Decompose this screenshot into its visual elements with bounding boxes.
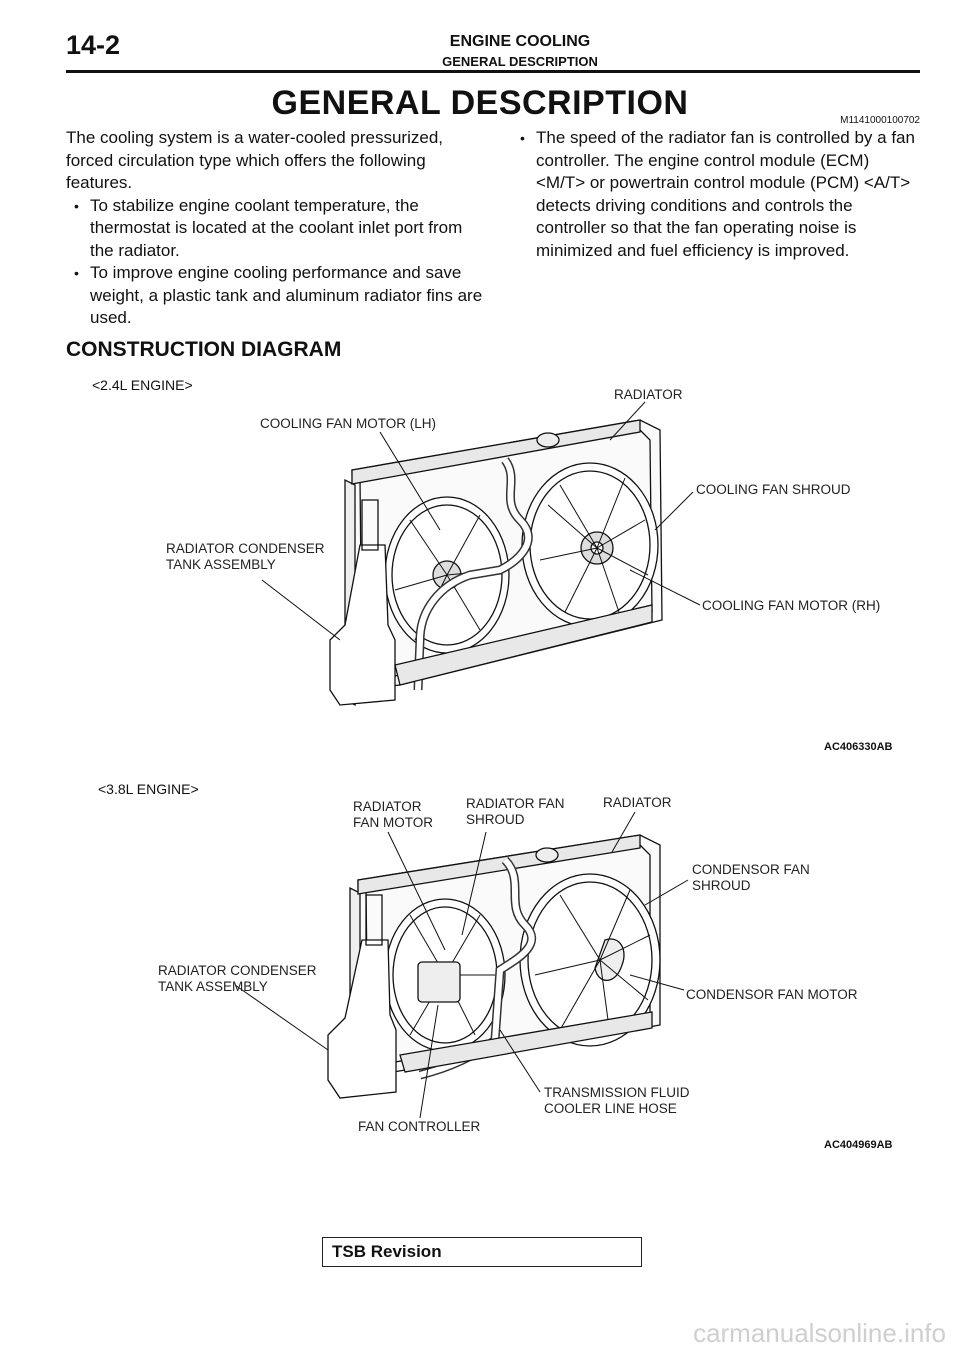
intro-right-column: The speed of the radiator fan is control… [512, 127, 922, 262]
callout-radiator-2: RADIATOR [603, 795, 672, 810]
callout-fan-shroud: COOLING FAN SHROUD [696, 482, 851, 497]
document-code: M1141000100702 [840, 115, 920, 126]
section-title: GENERAL DESCRIPTION [442, 54, 598, 69]
section-heading: CONSTRUCTION DIAGRAM [66, 338, 342, 361]
figure2-id: AC404969AB [824, 1139, 893, 1151]
feature-item-thermostat: To stabilize engine coolant temperature,… [66, 195, 486, 263]
watermark: carmanualsonline.info [693, 1318, 946, 1348]
callout-fan-motor-rh: COOLING FAN MOTOR (RH) [702, 598, 881, 613]
figure2-artwork [234, 811, 689, 1119]
callout-radiator-fan-shroud: RADIATOR FAN SHROUD [466, 796, 565, 827]
callout-fan-controller: FAN CONTROLLER [358, 1119, 481, 1134]
page-title: GENERAL DESCRIPTION [271, 84, 689, 122]
feature-list: To stabilize engine coolant temperature,… [66, 195, 486, 330]
callout-transmission-hose: TRANSMISSION FLUID COOLER LINE HOSE [544, 1085, 690, 1116]
callout-radiator: RADIATOR [614, 387, 683, 402]
feature-item-fan-controller: The speed of the radiator fan is control… [512, 127, 922, 262]
figure1-engine-label: <2.4L ENGINE> [92, 377, 193, 393]
callout-condenser-tank: RADIATOR CONDENSER TANK ASSEMBLY [166, 541, 325, 572]
callout-condensor-fan-shroud: CONDENSOR FAN SHROUD [692, 862, 810, 893]
figure2-engine-label: <3.8L ENGINE> [98, 781, 199, 797]
tsb-revision-box [322, 1237, 642, 1267]
intro-left-column: The cooling system is a water-cooled pre… [66, 127, 486, 330]
figure1-artwork [261, 401, 701, 707]
feature-item-weight: To improve engine cooling performance an… [66, 262, 486, 330]
callout-radiator-fan-motor: RADIATOR FAN MOTOR [353, 799, 434, 830]
figure1-id: AC406330AB [824, 741, 893, 753]
page-number: 14-2 [66, 30, 121, 60]
callout-condenser-tank-2: RADIATOR CONDENSER TANK ASSEMBLY [158, 963, 317, 994]
chapter-title: ENGINE COOLING [449, 33, 591, 50]
header-rule [66, 70, 920, 73]
tsb-revision-label: TSB Revision [332, 1242, 442, 1261]
callout-fan-motor-lh: COOLING FAN MOTOR (LH) [260, 416, 437, 431]
callout-condensor-fan-motor: CONDENSOR FAN MOTOR [686, 987, 858, 1002]
intro-paragraph: The cooling system is a water-cooled pre… [66, 128, 443, 192]
feature-list-cont: The speed of the radiator fan is control… [512, 127, 922, 262]
